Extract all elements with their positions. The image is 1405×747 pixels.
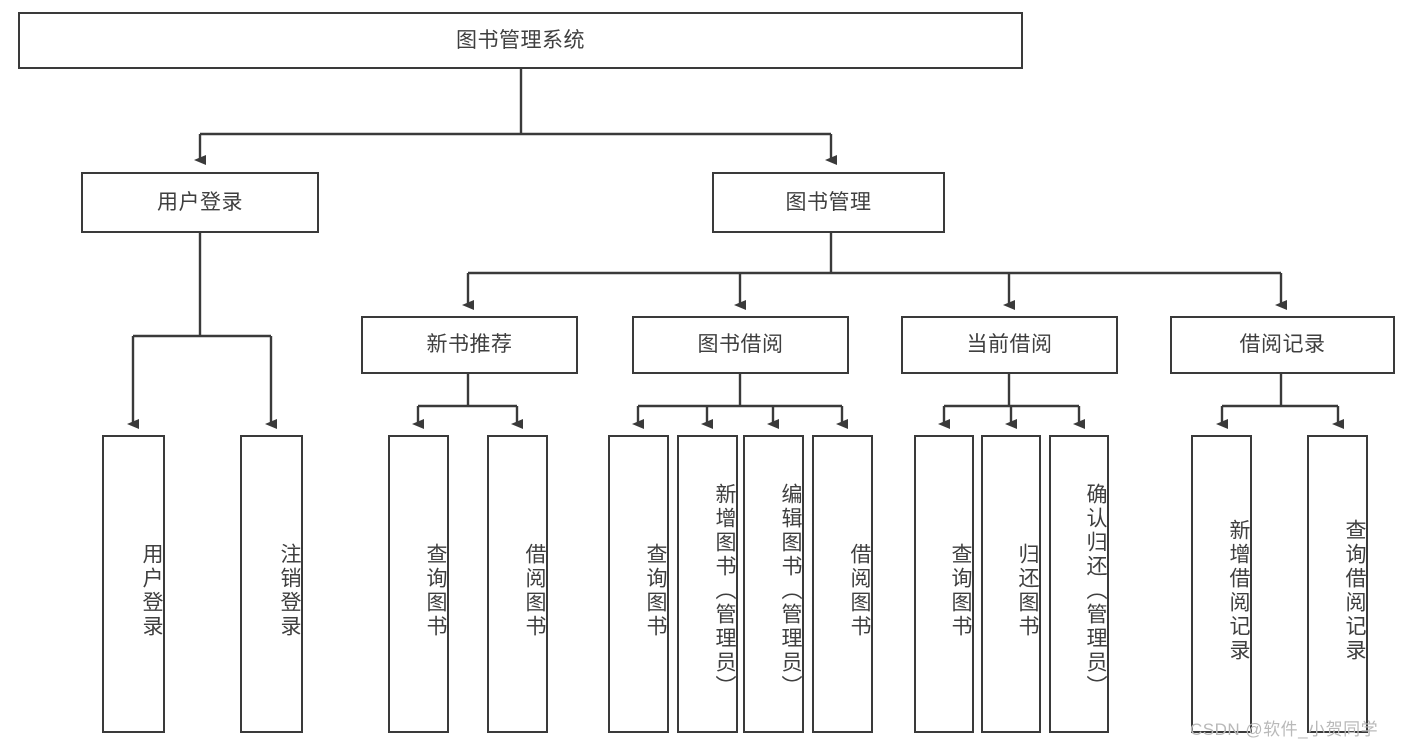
leaf-record-add-borrow-record[interactable]: 新增借阅记录 — [1191, 435, 1252, 733]
leaf-recommend-borrow-book[interactable]: 借阅图书 — [487, 435, 548, 733]
leaf-borrow-edit-book-admin[interactable]: 编辑图书（管理员） — [743, 435, 804, 733]
leaf-current-query-book[interactable]: 查询图书 — [914, 435, 974, 733]
node-label: 归还图书 — [1016, 543, 1039, 639]
leaf-current-confirm-return-admin[interactable]: 确认归还（管理员） — [1049, 435, 1109, 733]
node-label: 编辑图书（管理员） — [779, 483, 802, 699]
csdn-watermark: CSDN @软件_小贺同学 — [1190, 720, 1379, 739]
node-label: 注销登录 — [278, 543, 301, 639]
node-book-management[interactable]: 图书管理 — [712, 172, 945, 233]
node-label: 查询图书 — [644, 543, 667, 639]
node-borrow-record[interactable]: 借阅记录 — [1170, 316, 1395, 374]
leaf-borrow-add-book-admin[interactable]: 新增图书（管理员） — [677, 435, 738, 733]
node-label: 借阅图书 — [848, 543, 871, 639]
node-label: 用户登录 — [157, 190, 243, 214]
node-book-borrow[interactable]: 图书借阅 — [632, 316, 849, 374]
node-label: 借阅记录 — [1239, 333, 1326, 357]
node-root-system[interactable]: 图书管理系统 — [18, 12, 1023, 69]
node-label: 查询图书 — [424, 543, 447, 639]
node-label: 图书借阅 — [697, 333, 784, 357]
leaf-recommend-query-book[interactable]: 查询图书 — [388, 435, 449, 733]
node-label: 借阅图书 — [523, 543, 546, 639]
node-label: 新增图书（管理员） — [713, 483, 736, 699]
node-current-borrow[interactable]: 当前借阅 — [901, 316, 1118, 374]
node-label: 查询图书 — [949, 543, 972, 639]
leaf-borrow-query-book[interactable]: 查询图书 — [608, 435, 669, 733]
node-label: 确认归还（管理员） — [1084, 483, 1107, 699]
node-label: 图书管理系统 — [456, 28, 585, 52]
node-new-book-recommend[interactable]: 新书推荐 — [361, 316, 578, 374]
node-label: 查询借阅记录 — [1343, 519, 1366, 663]
leaf-user-logout[interactable]: 注销登录 — [240, 435, 303, 733]
node-label: 新增借阅记录 — [1227, 519, 1250, 663]
node-label: 用户登录 — [140, 543, 163, 639]
leaf-borrow-borrow-book[interactable]: 借阅图书 — [812, 435, 873, 733]
node-user-login[interactable]: 用户登录 — [81, 172, 319, 233]
leaf-current-return-book[interactable]: 归还图书 — [981, 435, 1041, 733]
leaf-user-login[interactable]: 用户登录 — [102, 435, 165, 733]
node-label: 新书推荐 — [426, 333, 513, 357]
node-label: 图书管理 — [785, 190, 872, 214]
node-label: 当前借阅 — [966, 333, 1053, 357]
leaf-record-query-borrow-record[interactable]: 查询借阅记录 — [1307, 435, 1368, 733]
